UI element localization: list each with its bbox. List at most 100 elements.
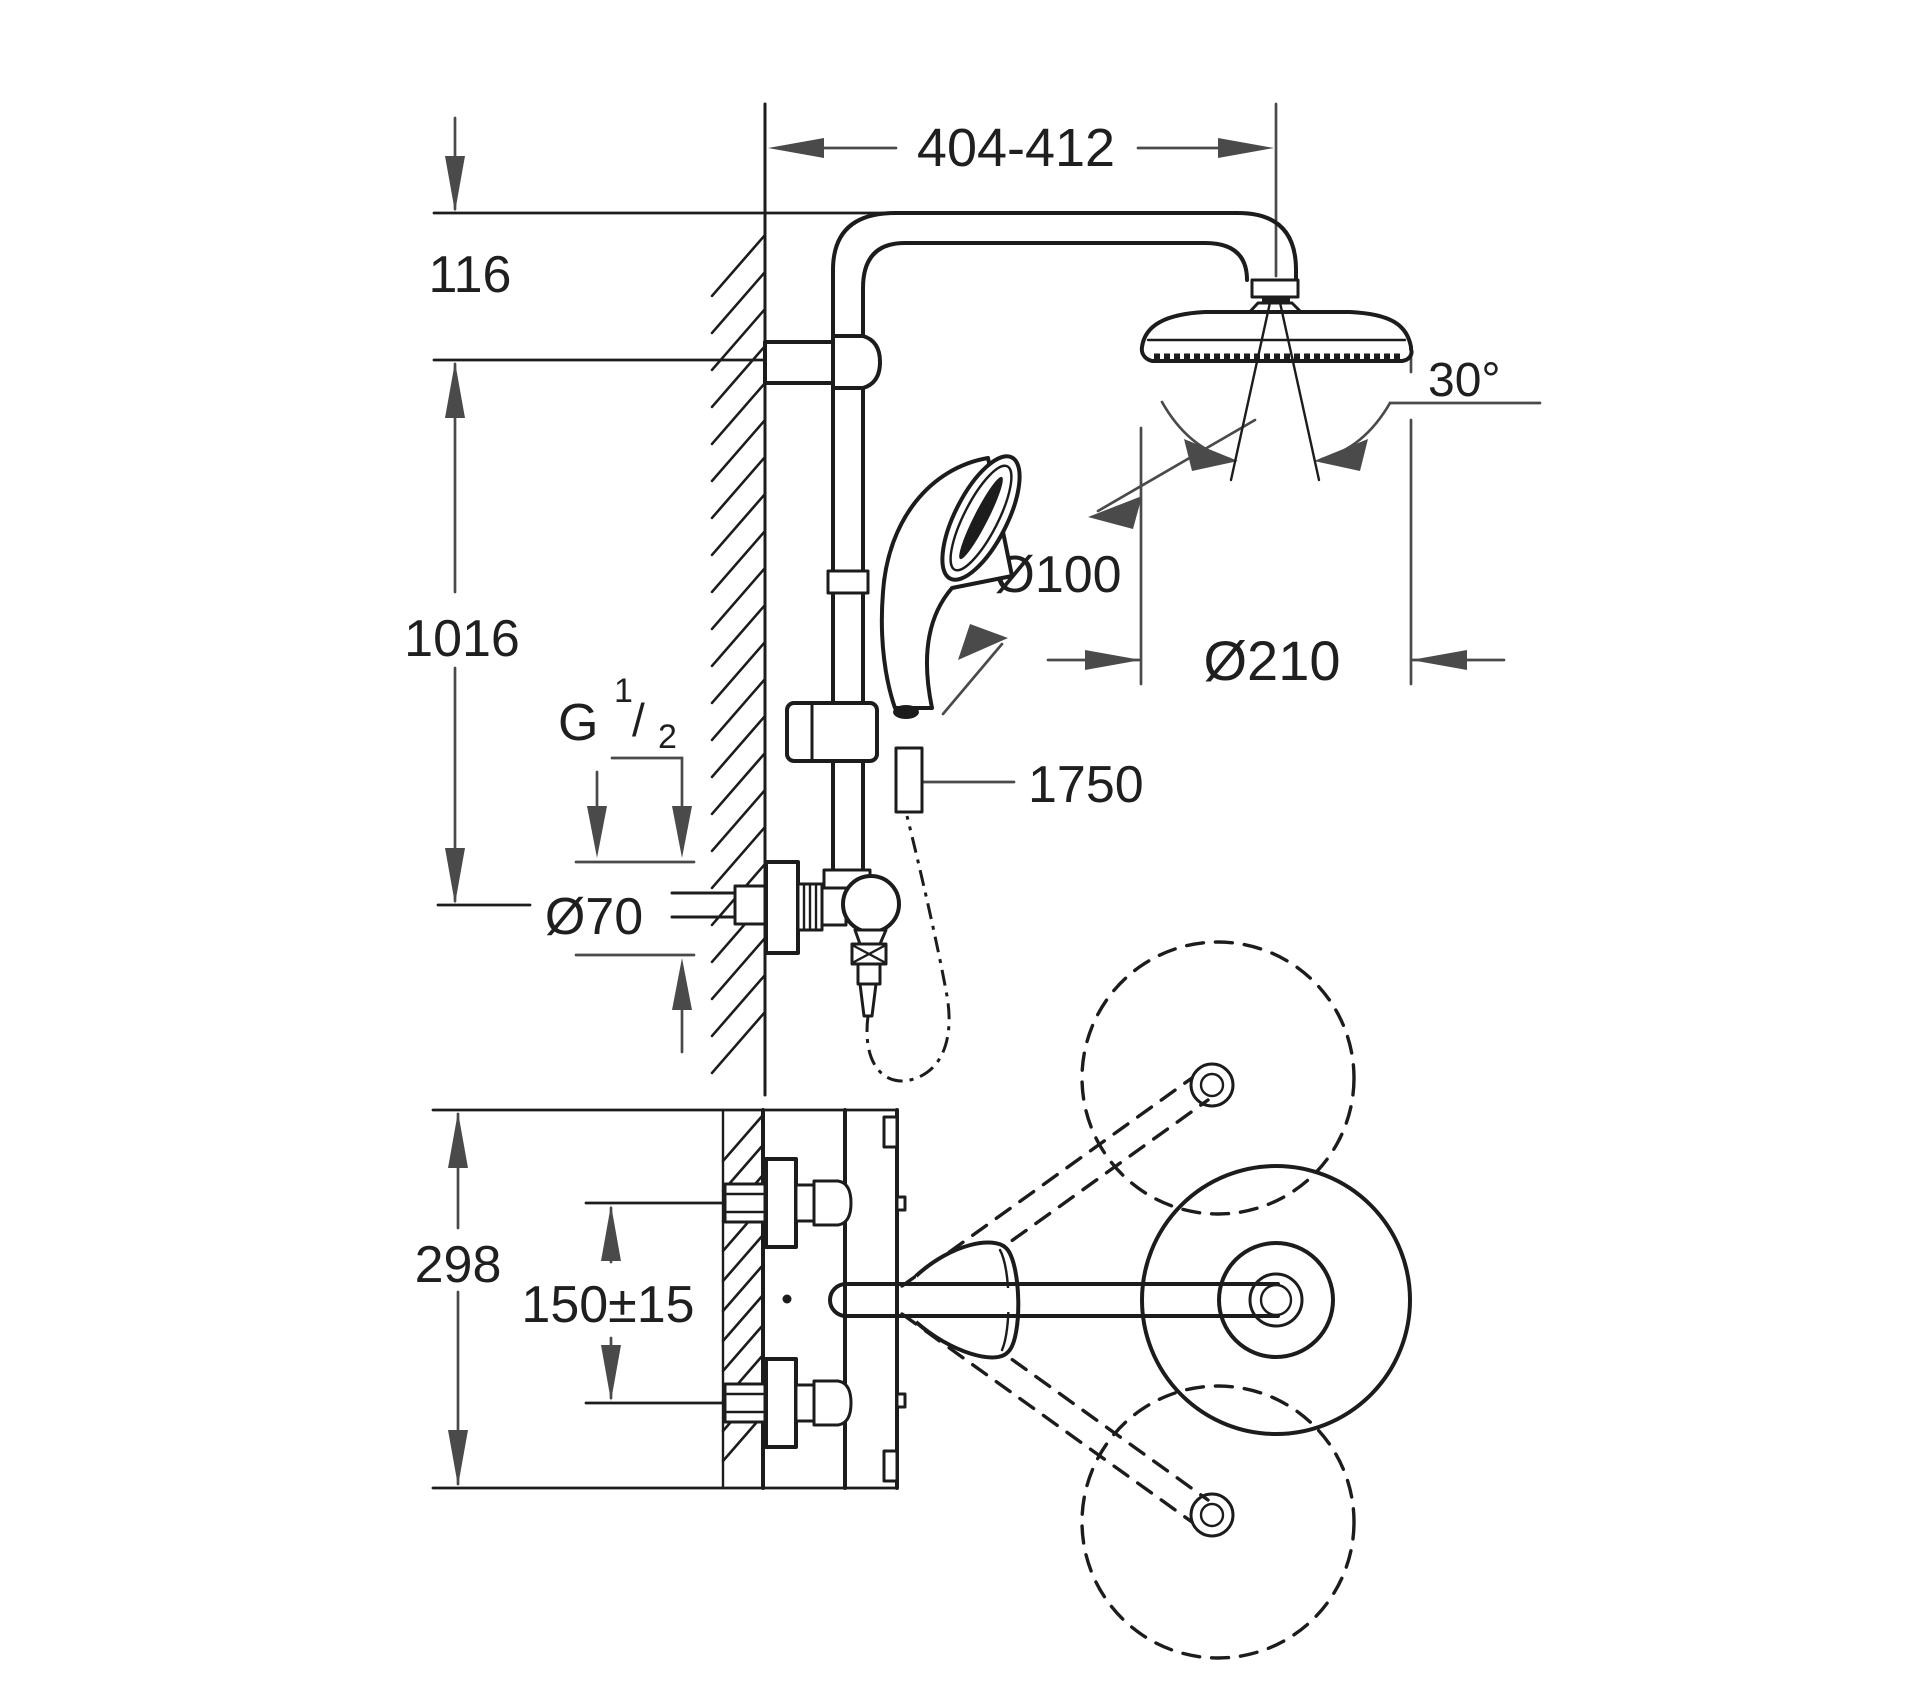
hose-protector <box>858 982 878 1018</box>
spray-cone-right-line <box>1277 296 1321 482</box>
arrowhead <box>958 624 1008 660</box>
thread-denominator-label: 2 <box>658 718 677 756</box>
rail-joint <box>826 569 870 595</box>
head-shower-seal <box>1262 297 1290 303</box>
arrowhead <box>448 1430 468 1486</box>
hatch-stroke <box>710 603 767 668</box>
thread-prefix-label: G <box>558 694 598 752</box>
dimension-116: 116 <box>429 116 900 362</box>
hatch-stroke <box>710 566 767 631</box>
dim-wall-to-arm-label: 116 <box>429 246 512 304</box>
dim-escutcheon-diameter-label: Ø70 <box>545 888 643 946</box>
spray-cone-left-line <box>1229 296 1273 482</box>
escutcheon-plan <box>764 1157 798 1249</box>
hand-shower-holder <box>785 701 879 763</box>
arrowhead <box>672 806 692 858</box>
hatch-stroke <box>710 270 767 335</box>
hatch-stroke <box>721 1233 765 1283</box>
hatch-stroke <box>710 825 767 890</box>
side-view <box>670 102 1414 1097</box>
dim-hand-shower-diameter-label: Ø100 <box>994 546 1121 604</box>
hand-shower-spray-slot <box>959 476 1003 560</box>
arrowhead <box>445 848 465 904</box>
head-shower-disc <box>1140 1164 1412 1436</box>
dim-plan-height-label: 298 <box>415 1236 502 1294</box>
arrowhead <box>445 156 465 212</box>
dimension-thread-g-half: G 1 / 2 <box>558 672 692 858</box>
hand-shower-face <box>940 454 1022 582</box>
adapter-ring <box>794 1183 816 1223</box>
dashed-arm-bottom-1 <box>900 1312 1194 1524</box>
dimension-escutcheon-70: Ø70 <box>545 860 696 1054</box>
supply-union <box>733 884 767 926</box>
arrowhead <box>1088 496 1142 529</box>
hatch-stroke <box>710 455 767 520</box>
hatch-stroke <box>710 492 767 557</box>
hatch-stroke <box>710 788 767 853</box>
dim-rail-height-label: 1016 <box>404 610 520 668</box>
dim-projection-label: 404-412 <box>917 118 1115 178</box>
wall-bracket-clamp <box>831 334 882 390</box>
thread-slash-label: / <box>632 694 645 746</box>
valve-nub-top <box>895 1195 907 1212</box>
head-shower-dome <box>1139 310 1414 363</box>
thread-numerator-label: 1 <box>614 672 633 710</box>
hex-nut <box>723 1182 767 1224</box>
hatch-stroke <box>710 714 767 779</box>
head-shower-nut <box>1250 278 1300 299</box>
dim-hose-length-label: 1750 <box>1028 756 1144 814</box>
hatch-stroke <box>710 677 767 742</box>
valve-button-top <box>882 1115 899 1149</box>
hose-nipple <box>894 746 924 814</box>
plan-view <box>431 940 1412 1660</box>
hatch-stroke <box>710 973 767 1038</box>
diverter-valve-ball <box>841 874 901 934</box>
supply-connection-bottom <box>723 1357 853 1449</box>
arm-ball-joint-inner <box>1259 1283 1293 1317</box>
escutcheon-plan <box>764 1357 798 1449</box>
dim-supply-spacing-label: 150±15 <box>521 1276 694 1334</box>
hatch-stroke <box>721 1113 765 1163</box>
arm-cover <box>912 1288 1012 1312</box>
dimension-1016: 1016 <box>404 362 532 907</box>
arrowhead <box>672 958 692 1010</box>
dashed-position-hub-top <box>1189 1062 1235 1108</box>
wall-bracket <box>763 340 837 385</box>
diverter-cone <box>853 928 888 946</box>
adapter-ring <box>794 1383 816 1423</box>
shower-arm-plan <box>828 1282 1280 1318</box>
dashed-position-hub-bottom <box>1189 1492 1235 1538</box>
arrowhead <box>601 1345 621 1401</box>
dimension-hose-1750: 1750 <box>922 756 1144 814</box>
valve-center-mark <box>782 1294 792 1304</box>
adapter-block <box>812 1179 853 1227</box>
escutcheon <box>764 860 800 955</box>
valve-button-bottom <box>882 1449 899 1483</box>
arrowhead <box>1411 650 1467 670</box>
dim-head-shower-diameter-label: Ø210 <box>1204 629 1341 692</box>
hatch-stroke <box>710 751 767 816</box>
head-shower-dashed-position-bottom <box>1080 1384 1356 1660</box>
dimension-swivel-angle-30: 30° <box>1160 354 1542 471</box>
arrowhead <box>1085 650 1141 670</box>
supply-connection-top <box>723 1157 853 1249</box>
dimension-projection-404-412: 404-412 <box>768 102 1278 278</box>
dimension-hand-shower-100: Ø100 <box>941 418 1257 716</box>
arrowhead <box>768 138 824 158</box>
dimension-supply-spacing-150: 150±15 <box>521 1201 744 1405</box>
hatch-stroke <box>721 1263 765 1313</box>
arrowhead <box>1184 439 1238 471</box>
hatch-stroke <box>721 1293 765 1343</box>
arrowhead <box>1314 439 1368 471</box>
hatch-stroke <box>710 640 767 705</box>
arrowhead <box>1218 138 1274 158</box>
hatch-stroke <box>710 233 767 298</box>
hatch-stroke <box>710 381 767 446</box>
shower-pipe-inner <box>861 241 1249 874</box>
arrowhead <box>587 806 607 858</box>
hatch-stroke <box>721 1323 765 1373</box>
arm-ball-joint-outer <box>1248 1272 1304 1328</box>
hatch-stroke <box>710 529 767 594</box>
